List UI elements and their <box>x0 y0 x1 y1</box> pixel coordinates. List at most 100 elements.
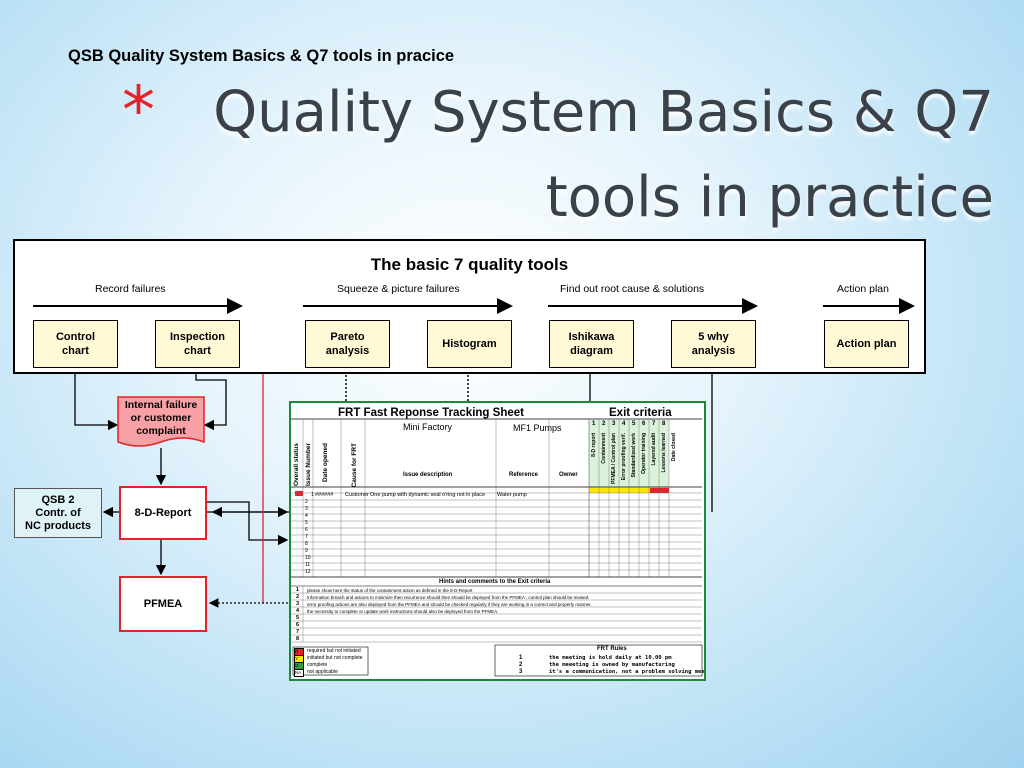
slide-subtitle: QSB Quality System Basics & Q7 tools in … <box>68 47 455 65</box>
row1-number: 1 <box>311 492 315 498</box>
row-number: 5 <box>305 520 308 526</box>
hint-text: error proofing actions are also deployed… <box>307 602 592 607</box>
tool-label: Ishikawa <box>568 331 615 343</box>
row-number: 4 <box>305 513 308 519</box>
slide-title-line-2: tools in practice <box>545 165 994 230</box>
sheet-title: FRT Fast Reponse Tracking Sheet <box>338 407 524 419</box>
hint-number: 1 <box>296 587 300 593</box>
internal-failure-box: Internal failure or customer complaint <box>117 396 205 450</box>
category-find-root-cause: Find out root cause & solutions <box>560 283 705 295</box>
hint-text: Information breach and actions to minimi… <box>307 595 590 600</box>
legend-swatch: NA <box>294 669 304 677</box>
tool-label: analysis <box>325 345 370 357</box>
hint-number: 7 <box>296 629 300 635</box>
exit-criteria-column: Lessons learned <box>661 433 667 473</box>
tool-ishikawa-diagram: Ishikawa diagram <box>549 320 634 368</box>
tool-histogram: Histogram <box>427 320 512 368</box>
hint-text: the necessity to complete or update work… <box>307 609 499 614</box>
exit-criteria-column: Layered audit <box>651 433 657 466</box>
exit-criteria-column: Error proofing verif. <box>621 433 627 481</box>
tool-action-plan: Action plan <box>824 320 909 368</box>
tool-label: diagram <box>570 345 613 357</box>
hint-number: 2 <box>296 594 300 600</box>
quality-tools-panel: The basic 7 quality tools Record failure… <box>13 239 926 374</box>
row1-date: ###### <box>315 492 334 498</box>
internal-failure-line: Internal failure <box>124 399 198 411</box>
col-issue-number: Issue Number <box>305 443 312 486</box>
exit-criteria-column: Operator training <box>641 433 647 474</box>
row-number: 12 <box>305 569 311 575</box>
exit-criteria-column: PFMEA / Control plan <box>611 433 617 484</box>
row1-issue: One pump with dynamic seal o'ring not in… <box>370 492 486 498</box>
exit-number: 5 <box>632 421 636 427</box>
tool-label: Histogram <box>442 338 497 350</box>
hint-number: 8 <box>296 636 300 642</box>
col-owner: Owner <box>559 472 578 478</box>
category-action-plan: Action plan <box>837 283 889 295</box>
col-cause: Cause for FRT <box>351 443 358 488</box>
col-reference: Reference <box>509 472 539 478</box>
rule-number: 3 <box>519 669 523 675</box>
tool-label: chart <box>184 345 211 357</box>
exit-number: 6 <box>642 421 646 427</box>
exit-number: 7 <box>652 421 656 427</box>
title-bullet: * <box>122 72 155 149</box>
hint-number: 4 <box>296 608 300 614</box>
exit-criteria-column: Standardized work <box>631 433 637 478</box>
exit-criteria-column: Containment <box>601 433 607 464</box>
tool-label: Inspection <box>169 331 225 343</box>
rule-text: the meeeting is owned by manufacturing <box>549 662 675 668</box>
frt-tracking-sheet: FRT Fast Reponse Tracking Sheet Exit cri… <box>289 401 706 681</box>
internal-failure-line: or customer <box>130 412 192 424</box>
tool-label: analysis <box>691 345 736 357</box>
hint-text: please show here the status of the conta… <box>307 588 473 593</box>
tool-inspection-chart: Inspection chart <box>155 320 240 368</box>
col-issue-description: Issue description <box>403 472 453 478</box>
hint-number: 6 <box>296 622 300 628</box>
tool-label: Action plan <box>836 338 897 350</box>
legend-label: complete <box>307 662 328 668</box>
exit-number: 1 <box>592 421 596 427</box>
pfmea-label: PFMEA <box>143 597 183 610</box>
category-arrows <box>33 298 915 314</box>
tool-control-chart: Control chart <box>33 320 118 368</box>
col-overall-status: Overall status <box>293 443 300 486</box>
legend-label: initiated but not complete <box>307 655 363 661</box>
pfmea-box: PFMEA <box>119 576 207 632</box>
internal-failure-line: complaint <box>136 425 186 437</box>
row-number: 2 <box>305 499 308 505</box>
row1-cause: Customer <box>345 492 369 498</box>
row-number: 9 <box>305 548 308 554</box>
row-number: 11 <box>305 562 311 568</box>
8d-report-label: 8-D-Report <box>134 506 192 519</box>
plant-name: Mini Factory <box>403 422 453 432</box>
exit-number: 3 <box>612 421 616 427</box>
8d-report-box: 8-D-Report <box>119 486 207 540</box>
legend-label: not applicable <box>307 669 338 675</box>
rule-text: the meeting is hold daily at 10.00 pm <box>549 655 672 661</box>
tools-panel-heading: The basic 7 quality tools <box>370 255 569 274</box>
exit-number: 8 <box>662 421 666 427</box>
exit-criteria-column: Date closed <box>671 433 677 462</box>
rule-number: 2 <box>519 662 523 668</box>
hint-number: 5 <box>296 615 300 621</box>
row-number: 7 <box>305 534 308 540</box>
tool-label: chart <box>62 345 89 357</box>
qsb2-line: Contr. of <box>35 506 81 519</box>
product-name: MF1 Pumps <box>513 423 562 433</box>
rule-text: it's a communication, not a problem solv… <box>549 669 706 675</box>
category-record-failures: Record failures <box>95 283 166 295</box>
row-number: 6 <box>305 527 308 533</box>
exit-number: 2 <box>602 421 606 427</box>
category-squeeze-failures: Squeeze & picture failures <box>337 283 460 295</box>
tool-label: Control <box>55 331 96 343</box>
col-date-opened: Date opened <box>322 443 329 483</box>
slide-title-line-1: Quality System Basics & Q7 <box>213 80 994 145</box>
rules-title: FRT Rules <box>597 646 627 652</box>
exit-number: 4 <box>622 421 626 427</box>
hints-title: Hints and comments to the Exit criteria <box>439 579 551 585</box>
hint-number: 3 <box>296 601 300 607</box>
